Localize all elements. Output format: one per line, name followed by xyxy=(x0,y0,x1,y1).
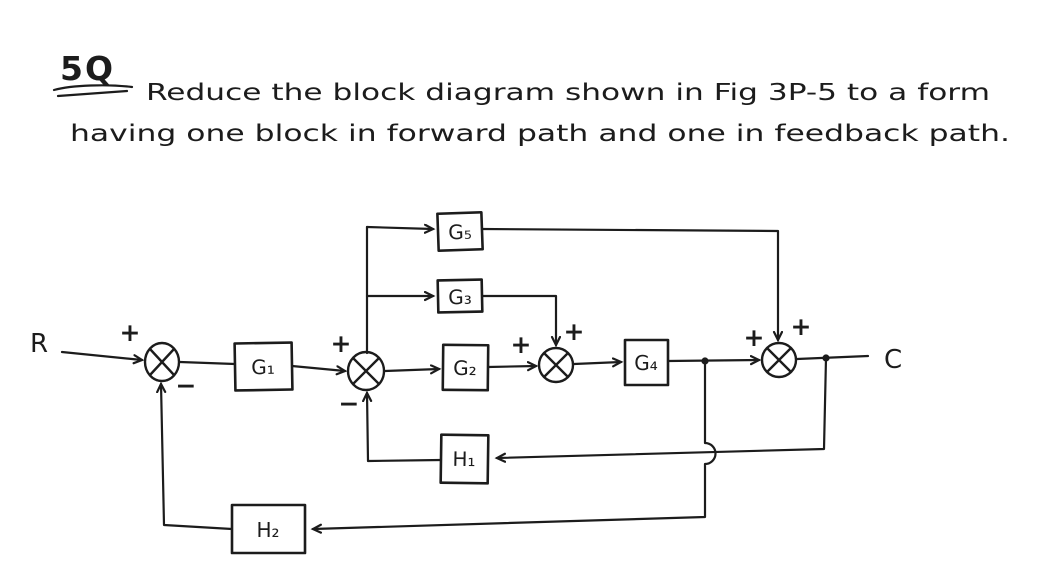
input-label-r: R xyxy=(30,329,48,359)
wire-g5-to-sum4 xyxy=(480,227,778,340)
wire-g2-to-sum3 xyxy=(486,366,536,367)
summing-junction-2 xyxy=(346,350,386,392)
sum3-plus-left-sign: + xyxy=(511,330,532,359)
block-h2-label: H₂ xyxy=(256,518,279,542)
block-g4: G₄ xyxy=(623,338,670,387)
block-g2: G₂ xyxy=(441,343,490,392)
problem-statement: 5Q Reduce the block diagram shown in Fig… xyxy=(52,49,1010,147)
summing-junction-1 xyxy=(143,341,181,383)
wire-output-branch-to-h1 xyxy=(497,356,828,458)
block-g2-label: G₂ xyxy=(453,356,477,380)
output-label-c: C xyxy=(884,345,902,375)
block-g5: G₅ xyxy=(436,210,484,253)
block-g3-label: G₃ xyxy=(448,285,472,309)
sum2-minus-sign: − xyxy=(339,389,360,418)
wire-input-to-sum1 xyxy=(60,350,142,360)
wire-g4-to-sum4 xyxy=(666,360,759,361)
wire-g1-to-sum2 xyxy=(290,364,345,371)
sum3-plus-top-sign: + xyxy=(564,317,585,346)
branch-point-g4-output xyxy=(701,357,709,365)
block-g4-label: G₄ xyxy=(634,351,658,375)
problem-text-line-1: Reduce the block diagram shown in Fig 3P… xyxy=(146,80,990,106)
block-g1-label: G₁ xyxy=(251,355,275,379)
question-number: 5Q xyxy=(60,49,115,88)
block-g5-label: G₅ xyxy=(448,220,472,245)
sum1-plus-sign: + xyxy=(120,318,141,347)
block-h1-label: H₁ xyxy=(452,447,475,471)
block-g3: G₃ xyxy=(436,278,484,314)
sum1-minus-sign: − xyxy=(176,371,197,400)
summing-junction-3 xyxy=(537,346,575,384)
sum4-plus-top-sign: + xyxy=(791,312,812,341)
wire-g4branch-to-h2 xyxy=(313,359,717,529)
wire-sum1-to-g1 xyxy=(178,360,237,366)
question-number-underline-2 xyxy=(56,89,129,98)
problem-text-line-2: having one block in forward path and one… xyxy=(70,121,1010,147)
branch-point-output xyxy=(822,354,830,362)
question-number-underline xyxy=(52,84,134,92)
sum2-plus-sign: + xyxy=(331,329,352,358)
wire-sum3-to-g4 xyxy=(572,362,621,364)
wire-sum2-to-g2 xyxy=(383,369,439,371)
summing-junction-4 xyxy=(760,341,798,379)
sum4-plus-left-sign: + xyxy=(744,323,765,352)
wire-h2-to-sum1 xyxy=(161,384,234,531)
block-g1: G₁ xyxy=(233,341,294,392)
wire-g3-to-sum3 xyxy=(480,294,556,345)
block-h2: H₂ xyxy=(230,503,307,555)
block-h1: H₁ xyxy=(439,433,490,485)
wire-takeoff-to-g5 xyxy=(365,227,433,229)
wire-sum4-to-output xyxy=(795,354,870,361)
wire-h1-to-sum2 xyxy=(367,393,443,463)
